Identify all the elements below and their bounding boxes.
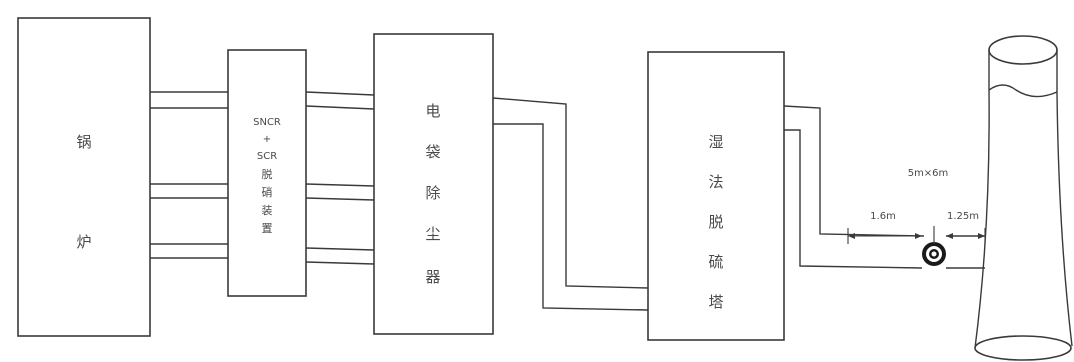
flue-denitration-to-esp: [305, 91, 375, 265]
flue-boiler-to-denitration: [150, 91, 228, 259]
scrubber-char-2: 法: [708, 173, 723, 191]
boiler-label-2: 炉: [76, 233, 91, 251]
boiler-label-1: 锅: [76, 133, 91, 151]
esp-box: [373, 33, 494, 335]
esp-char-4: 尘: [425, 225, 440, 243]
dim-left-label: 1.6m: [870, 211, 896, 222]
denitration-line-1: SNCR: [253, 117, 281, 128]
denitration-line-3: SCR: [257, 151, 277, 162]
flue-scrubber-to-chimney: [783, 105, 985, 269]
scrubber-label: 湿 法 脱 硫 塔: [708, 133, 723, 311]
denitration-line-5: 硝: [262, 186, 273, 199]
scrubber-box: [647, 51, 785, 341]
esp-char-3: 除: [425, 184, 440, 202]
scrubber-char-1: 湿: [708, 133, 723, 151]
denitration-line-4: 脱: [262, 167, 273, 181]
scrubber-char-5: 塔: [708, 293, 723, 311]
esp-char-5: 器: [425, 268, 440, 286]
denitration-line-2: +: [263, 134, 271, 145]
denitration-label: SNCR + SCR 脱 硝 装 置: [253, 117, 281, 235]
dimension-left: [847, 228, 922, 244]
chimney-base: [974, 335, 1072, 361]
denitration-line-6: 装: [262, 204, 273, 217]
esp-label: 电 袋 除 尘 器: [425, 102, 440, 286]
esp-char-1: 电: [425, 102, 440, 120]
chimney-top: [988, 35, 1058, 65]
dim-right-label: 1.25m: [947, 211, 979, 222]
sampling-point-icon: [922, 242, 946, 266]
duct-size-label: 5m×6m: [908, 168, 949, 179]
chimney: [974, 35, 1073, 361]
scrubber-char-3: 脱: [708, 213, 723, 231]
dimension-right: [946, 228, 986, 244]
flue-esp-to-scrubber: [492, 97, 649, 311]
denitration-box: [227, 49, 307, 297]
boiler-box: [17, 17, 151, 337]
scrubber-char-4: 硫: [708, 253, 723, 271]
denitration-line-7: 置: [262, 222, 273, 235]
esp-char-2: 袋: [425, 143, 440, 161]
